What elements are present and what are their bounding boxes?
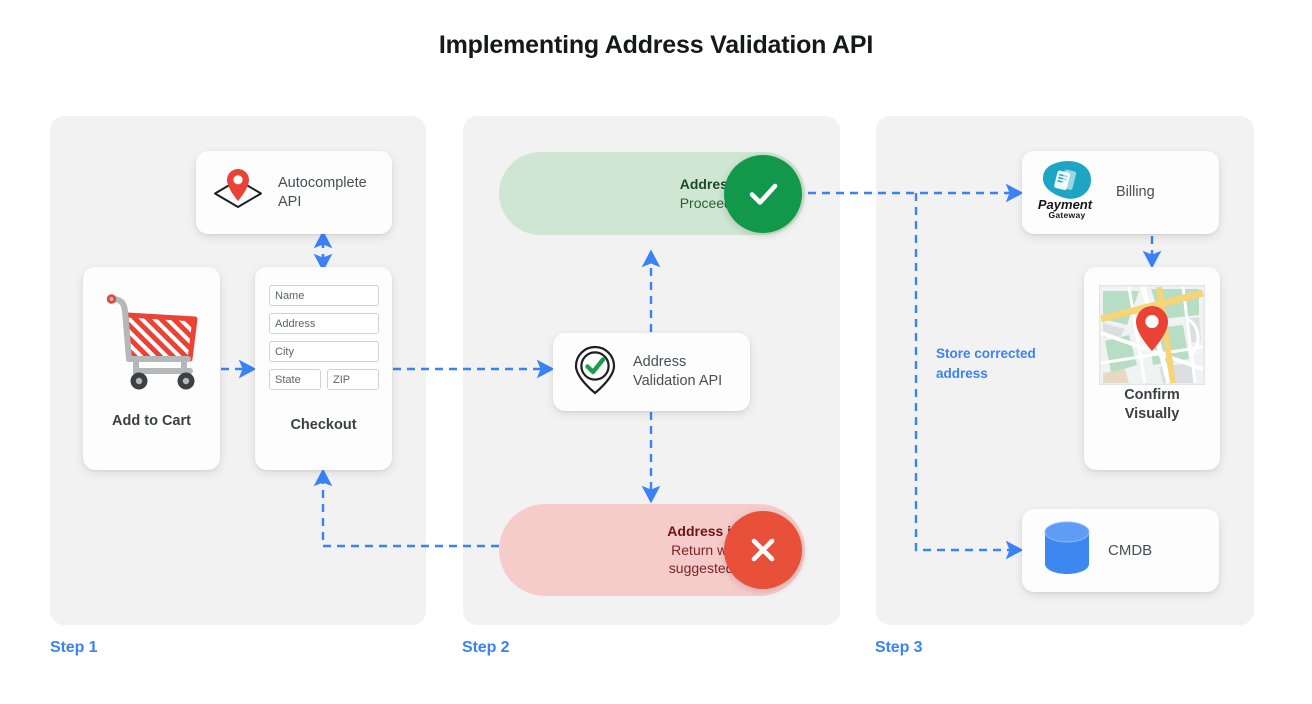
confirm-visually-label: Confirm Visually <box>1084 386 1220 424</box>
pin-check-icon <box>569 343 621 402</box>
confirm-visually-card[interactable]: Confirm Visually <box>1084 267 1220 470</box>
address-validation-api-card[interactable]: Address Validation API <box>553 333 750 411</box>
close-icon <box>724 511 802 589</box>
autocomplete-api-card[interactable]: Autocomplete API <box>196 151 392 234</box>
confirm-visually-label-line1: Confirm <box>1124 387 1180 403</box>
add-to-cart-label: Add to Cart <box>112 413 191 429</box>
checkout-card[interactable]: Name Address City State ZIP Checkout <box>255 267 392 470</box>
address-valid-pill: Address is valid. Proceed to billing. <box>499 152 805 235</box>
address-field[interactable]: Address <box>269 313 379 334</box>
address-validation-api-label: Address Validation API <box>633 354 723 389</box>
step-1-label: Step 1 <box>50 639 98 656</box>
step-3-label: Step 3 <box>875 639 923 656</box>
zip-field[interactable]: ZIP <box>327 369 379 390</box>
billing-card[interactable]: Payment Gateway Billing <box>1022 151 1219 234</box>
shopping-cart-icon <box>96 283 208 400</box>
page-title: Implementing Address Validation API <box>438 31 874 59</box>
confirm-visually-label-line2: Visually <box>1124 405 1180 422</box>
address-invalid-pill: Address is invalid. Return with Google s… <box>499 504 805 596</box>
map-thumbnail-icon <box>1098 284 1206 390</box>
add-to-cart-card[interactable]: Add to Cart <box>83 267 220 470</box>
checkout-form: Name Address City State ZIP <box>269 285 379 397</box>
state-zip-row: State ZIP <box>269 369 379 397</box>
payment-gateway-logo-primary: Payment <box>1038 197 1093 212</box>
cmdb-card[interactable]: CMDB <box>1022 509 1219 592</box>
map-pin-envelope-icon <box>208 160 268 225</box>
billing-label: Billing <box>1116 184 1155 201</box>
checkout-label: Checkout <box>290 417 357 433</box>
store-corrected-address-note: Store corrected address <box>936 346 1036 381</box>
cmdb-label: CMDB <box>1108 541 1153 559</box>
autocomplete-api-label: Autocomplete API <box>278 174 367 210</box>
step-2-label: Step 2 <box>462 639 510 656</box>
city-field[interactable]: City <box>269 341 379 362</box>
database-cylinder-icon <box>1040 519 1094 582</box>
payment-gateway-icon: Payment Gateway <box>1034 159 1108 226</box>
check-icon <box>724 154 802 233</box>
state-field[interactable]: State <box>269 369 321 390</box>
payment-gateway-logo-secondary: Gateway <box>1048 210 1085 220</box>
name-field[interactable]: Name <box>269 285 379 306</box>
